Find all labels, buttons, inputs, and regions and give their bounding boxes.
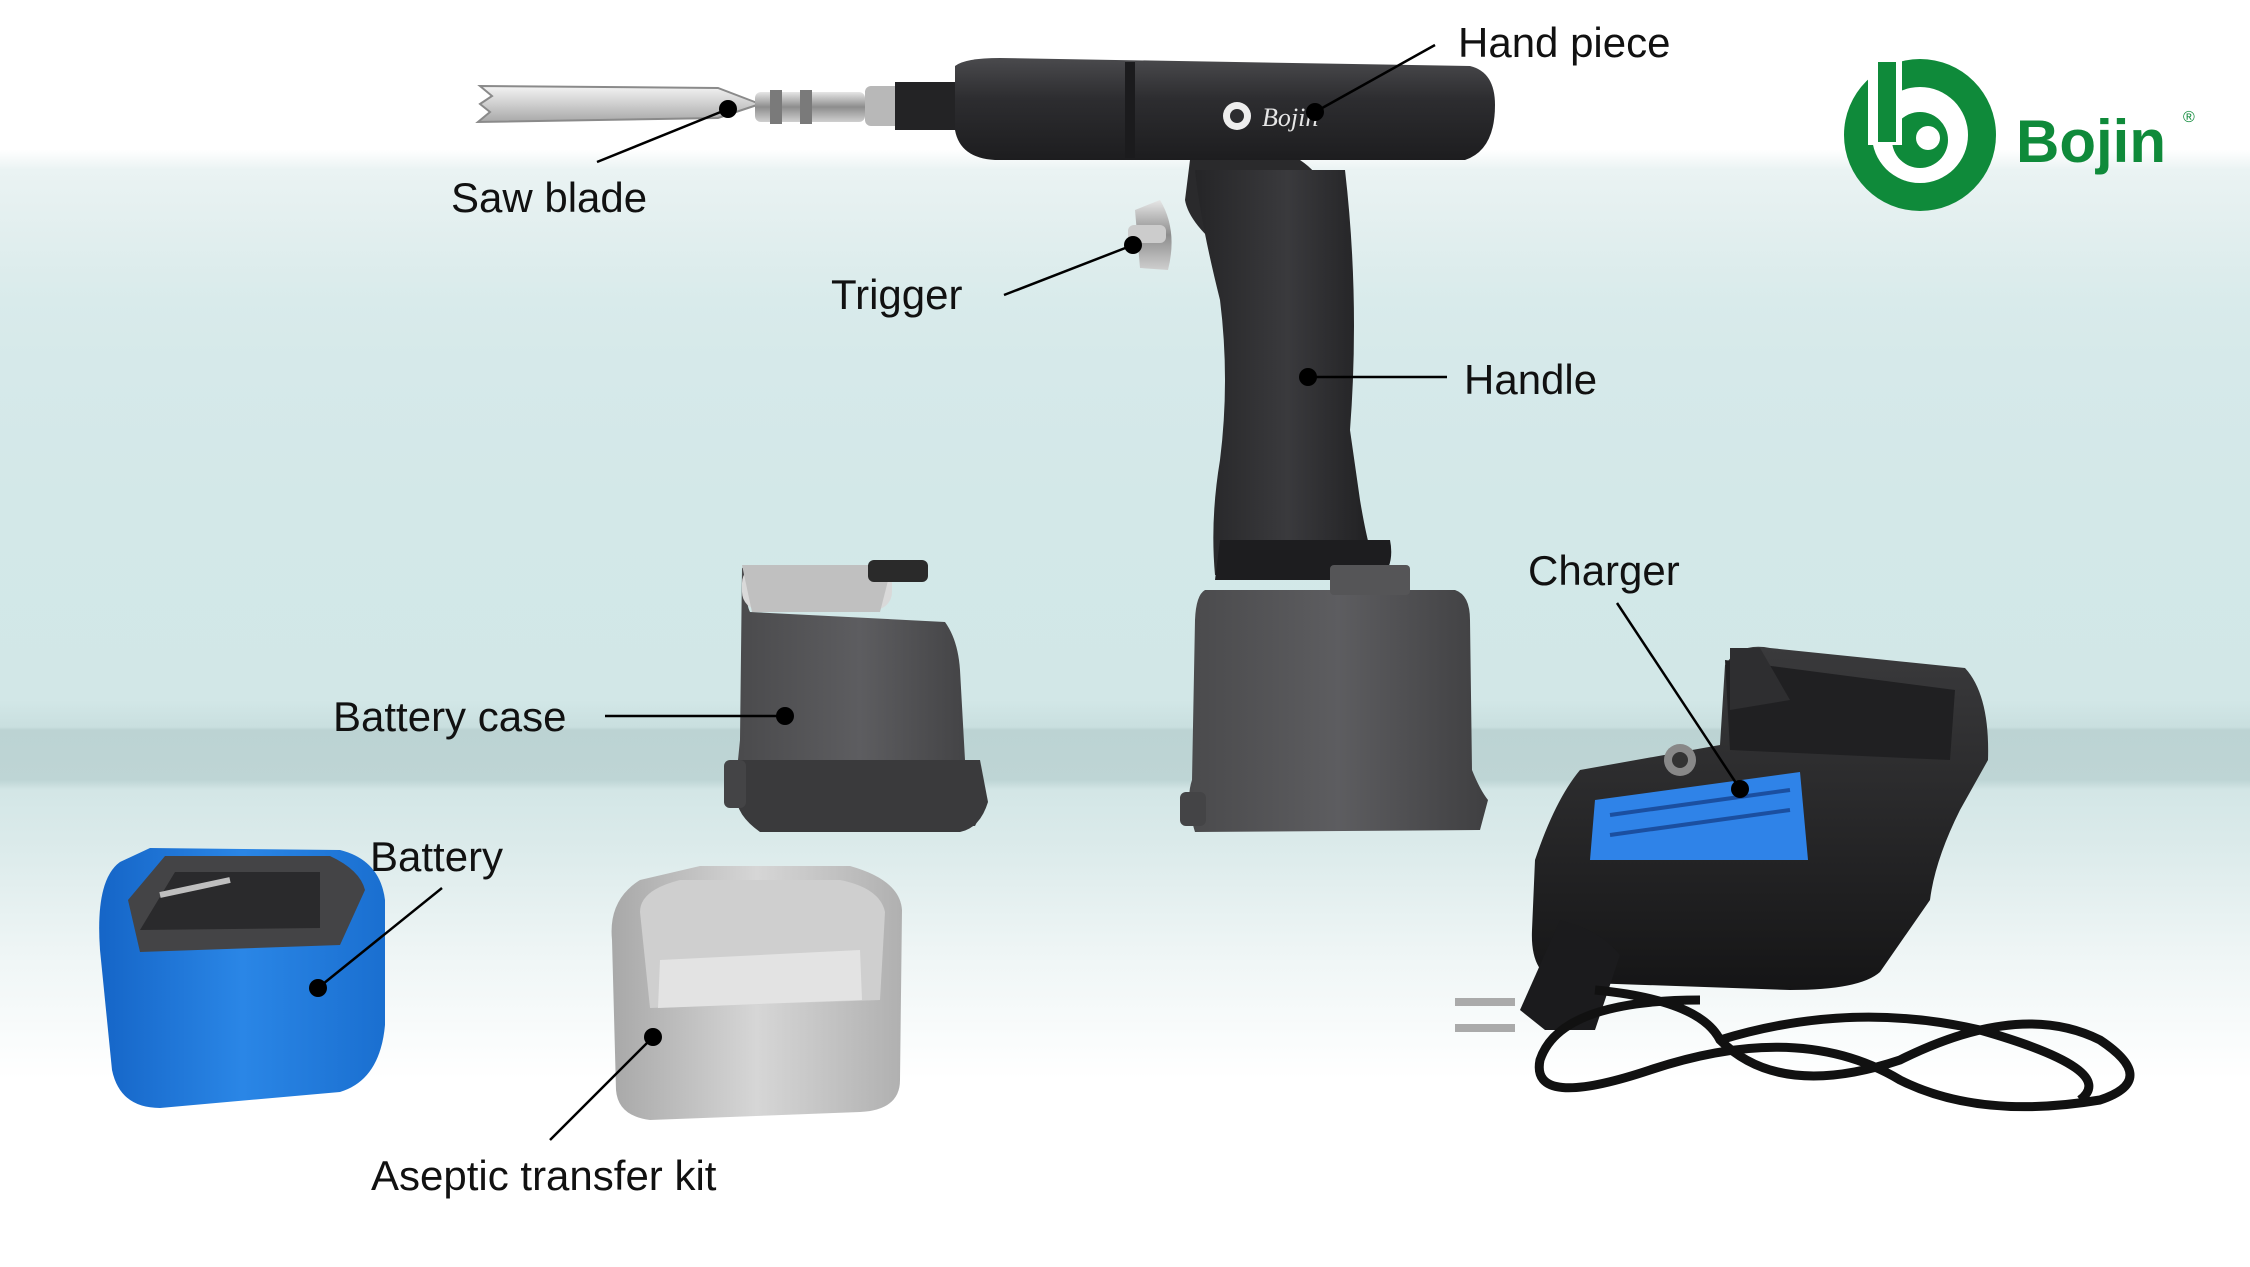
label-battery: Battery	[370, 833, 504, 880]
label-aseptic-transfer-kit: Aseptic transfer kit	[371, 1152, 717, 1199]
label-handle: Handle	[1464, 356, 1598, 403]
drill-illustration: Bojin	[895, 58, 1495, 832]
bojin-logo-icon	[1844, 55, 1996, 211]
brand-registered-mark: ®	[2183, 109, 2195, 126]
leader-lines	[309, 43, 1749, 1141]
label-saw-blade: Saw blade	[451, 174, 648, 221]
label-battery-case: Battery case	[333, 693, 567, 740]
brand-name: Bojin	[2016, 108, 2166, 175]
saw-blade-illustration	[475, 84, 905, 126]
label-charger: Charger	[1528, 547, 1680, 594]
aseptic-transfer-kit-illustration	[611, 866, 902, 1120]
battery-case-illustration	[724, 560, 988, 832]
charger-illustration	[1455, 646, 2135, 1112]
label-hand-piece: Hand piece	[1458, 19, 1671, 66]
battery-illustration	[99, 848, 386, 1108]
label-trigger: Trigger	[831, 271, 963, 318]
